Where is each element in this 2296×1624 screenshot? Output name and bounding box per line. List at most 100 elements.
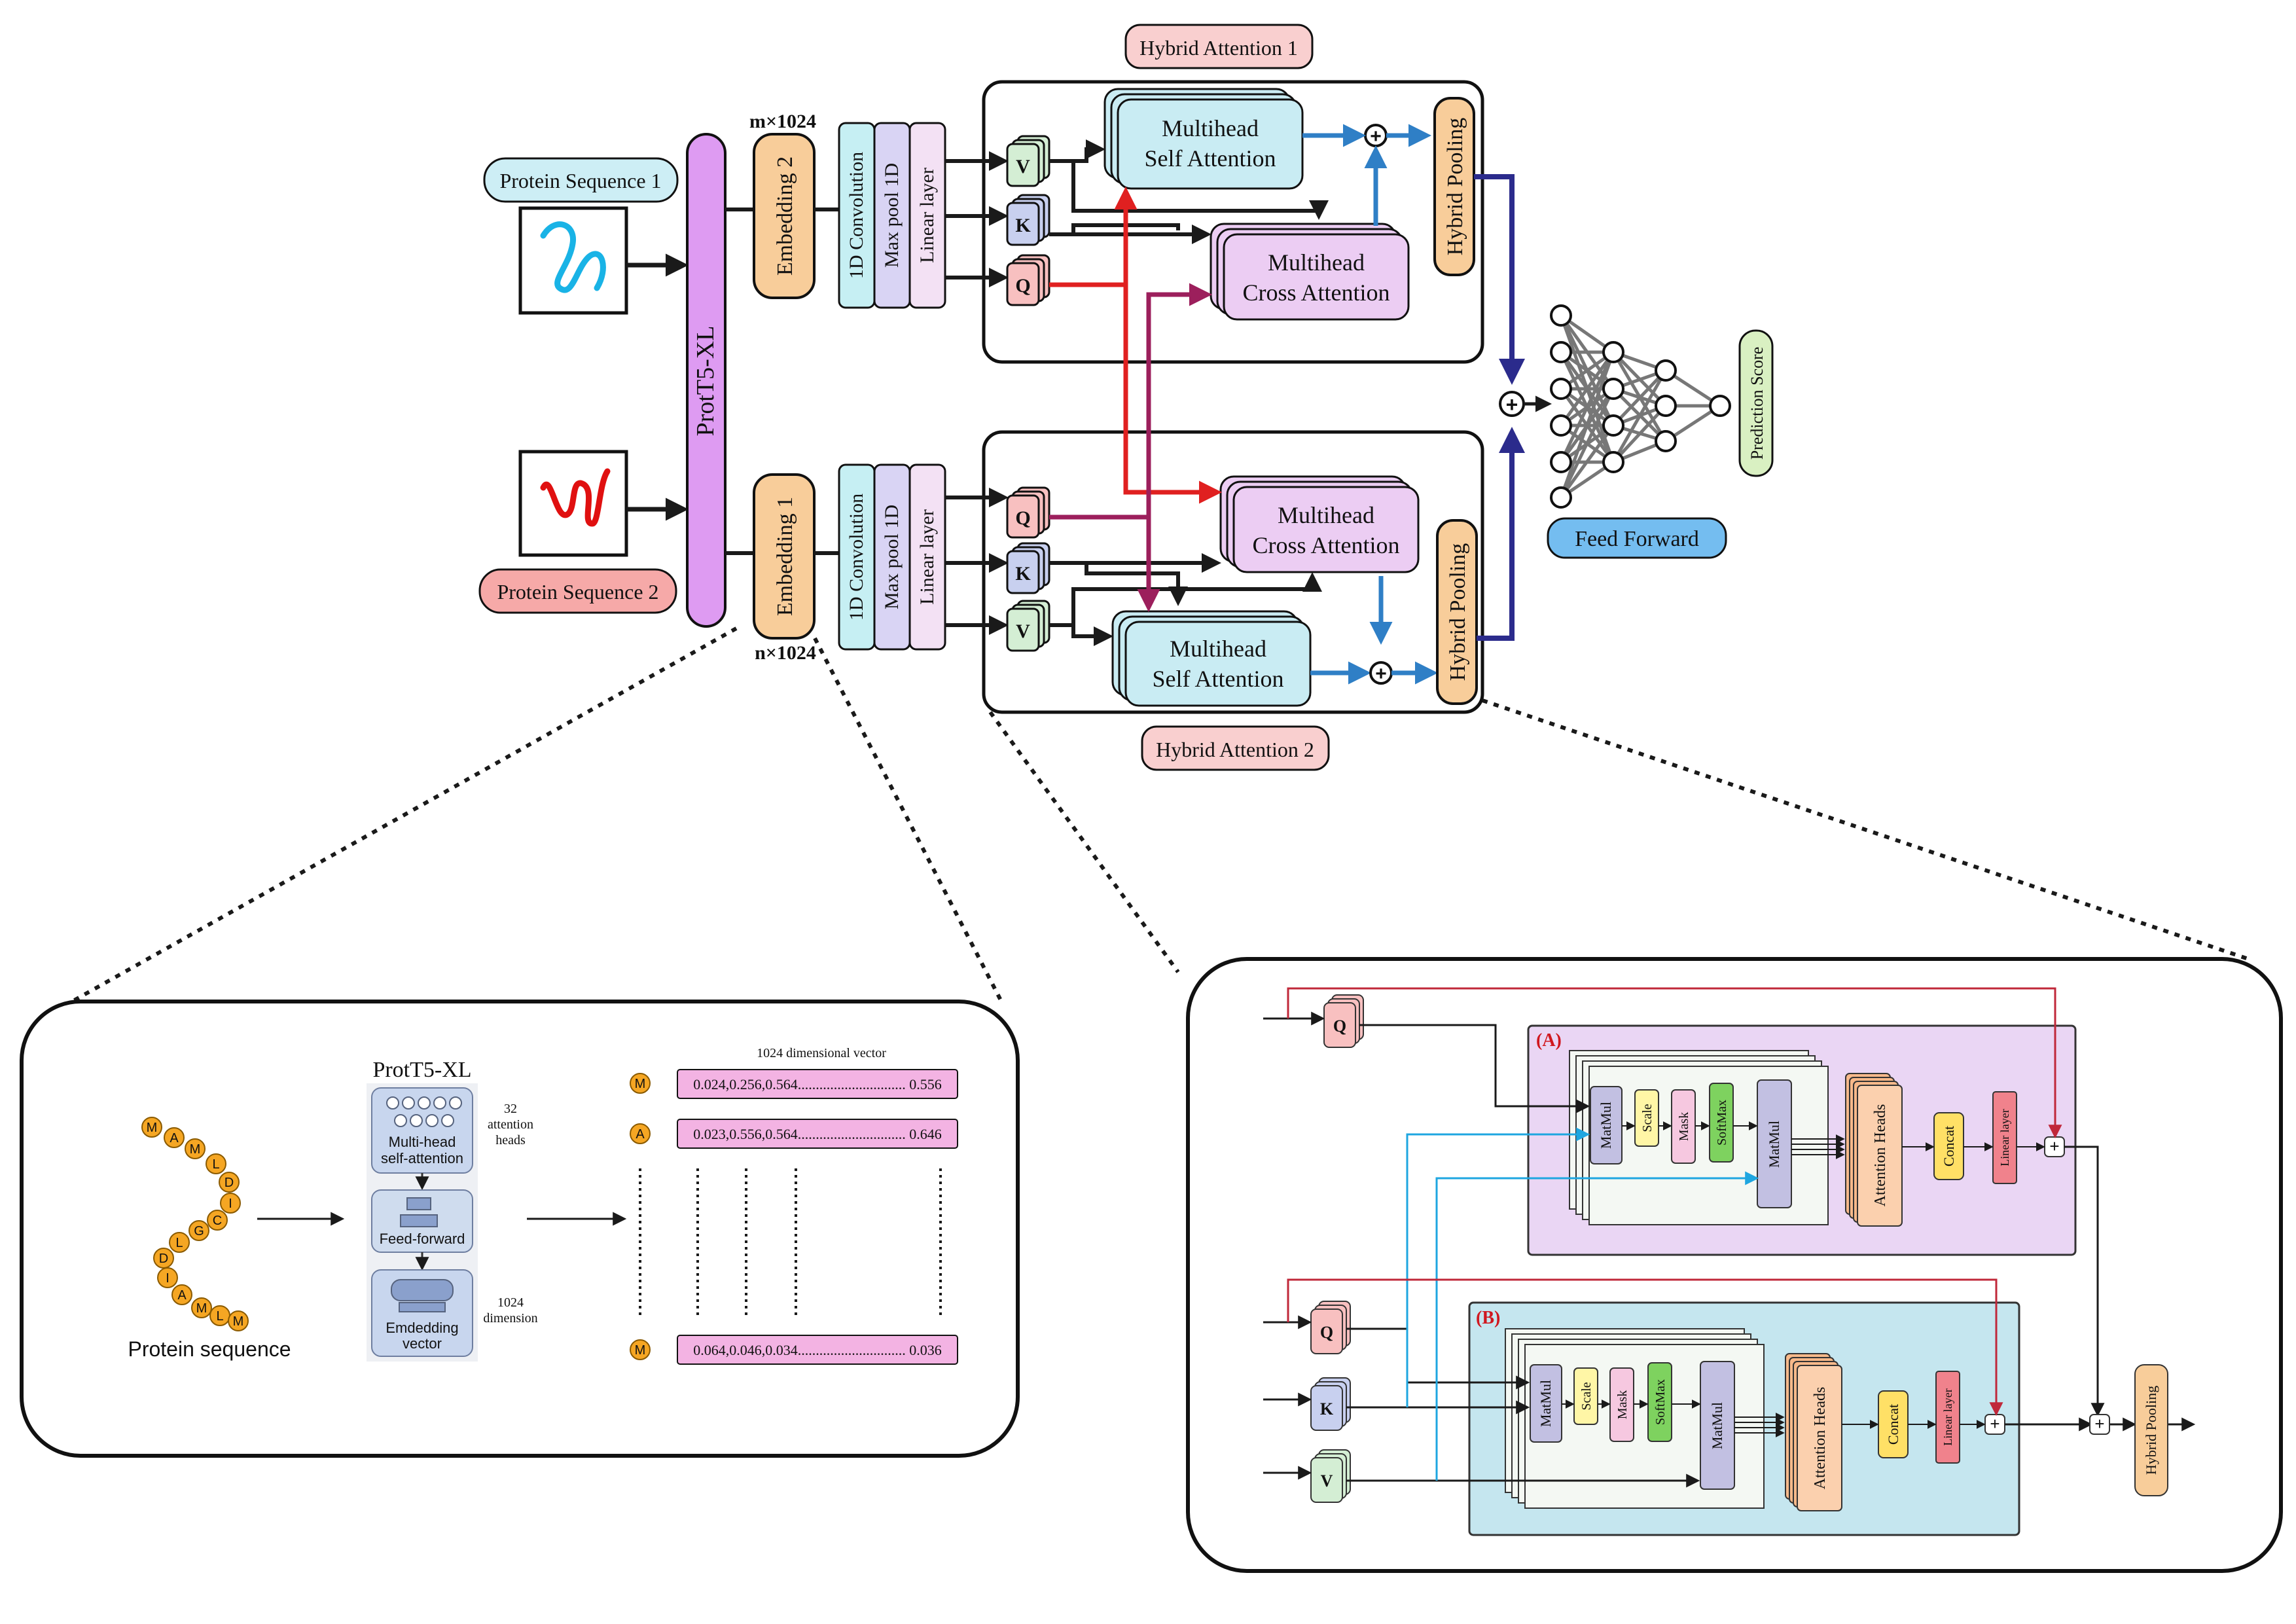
panel-blue-routing [1406,1127,1759,1481]
svg-text:Mask: Mask [1677,1112,1691,1141]
panel-b-concat: Concat [1878,1390,1909,1458]
svg-text:+: + [1375,663,1387,685]
ffn-neuron [1602,341,1624,363]
svg-text:Emdedding: Emdedding [386,1320,458,1336]
ha2-hybrid-pooling: Hybrid Pooling [1436,519,1478,705]
svg-text:Embedding 2: Embedding 2 [773,156,797,276]
svg-text:K: K [1015,215,1031,236]
ha2-internal-arrows [1049,553,1322,646]
svg-text:MatMul: MatMul [1766,1121,1782,1168]
ffn-neuron [1550,304,1572,327]
linear-label: Linear layer [916,509,938,605]
residue-bead [153,1248,174,1269]
svg-text:MatMul: MatMul [1537,1380,1554,1427]
residue-letter: A [177,1288,187,1303]
svg-text:Prediction Score: Prediction Score [1748,347,1767,460]
svg-text:Multi-head: Multi-head [389,1134,456,1150]
panel-b-head-arrows [1734,1413,1785,1437]
vector-row: M 0.064,0.046,0.034.....................… [630,1335,958,1365]
dimension-annotation-2: dimension [483,1311,537,1326]
vector-row: A 0.023,0.556,0.564.....................… [630,1119,958,1149]
panel-b-label: (B) [1476,1308,1500,1328]
ha2-input-arrows [945,488,1009,635]
final-add-node: + [1499,391,1525,417]
embedding-1-dimension: n×1024 [755,642,816,664]
svg-text:+: + [2049,1136,2059,1156]
svg-text:+: + [1506,393,1518,416]
svg-text:ProtT5-XL: ProtT5-XL [692,326,719,437]
panel-b-attention-heads: Attention Heads [1785,1353,1842,1511]
ffn-neuron [1550,414,1572,437]
svg-text:Protein Sequence 1: Protein Sequence 1 [499,169,661,192]
ha2-q-box: Q [1006,486,1050,539]
svg-text:Hybrid Pooling: Hybrid Pooling [1443,118,1467,256]
panel-b-q-input: Q [1310,1301,1351,1354]
svg-text:Hybrid Attention 2: Hybrid Attention 2 [1156,738,1314,761]
svg-text:Feed Forward: Feed Forward [1575,527,1699,551]
zoom-connector-lines [71,626,2249,1003]
ffn-neuron [1602,451,1624,473]
svg-text:Self Attention: Self Attention [1153,666,1284,692]
svg-text:0.023,0.556,0.564.............: 0.023,0.556,0.564.......................… [693,1126,942,1142]
ffn-neuron [1550,486,1572,509]
panel-b-linear-layer: Linear layer [1935,1371,1960,1464]
svg-text:Concat: Concat [1941,1126,1957,1166]
protein-sequence-2-image [518,450,628,557]
svg-text:Mask: Mask [1615,1390,1630,1419]
ffn-edge [1559,351,1615,427]
residue-bead [141,1117,162,1138]
ffn-neuron [1550,451,1572,473]
residue-letter: C [213,1214,222,1228]
panel-a-add-node: + [2044,1136,2065,1157]
embedding-2: Embedding 2 [753,133,816,299]
svg-text:Linear layer: Linear layer [1941,1388,1954,1445]
svg-text:Multihead: Multihead [1268,249,1365,276]
svg-text:V: V [1016,156,1030,177]
cross-branch-q-arrows [1049,187,1222,612]
conv-label: 1D Convolution [846,152,867,279]
hybrid-attention-1-label: Hybrid Attention 1 [1124,24,1314,69]
ha2-add-node: + [1369,661,1393,685]
panel-k-input: K [1310,1377,1351,1431]
heads-annotation-2: attention [488,1117,533,1132]
panel-a-mask: Mask [1671,1089,1696,1164]
feed-forward-network-edges [1524,314,1721,499]
svg-text:MatMul: MatMul [1598,1102,1614,1149]
svg-text:Scale: Scale [1579,1382,1594,1410]
residue-letter: L [175,1236,183,1250]
svg-text:Q: Q [1333,1017,1346,1036]
svg-text:Embedding 1: Embedding 1 [773,497,797,616]
ha1-k-box: K [1006,194,1050,246]
prediction-score-label: Prediction Score [1738,329,1774,477]
svg-text:0.024,0.256,0.564.............: 0.024,0.256,0.564.......................… [693,1076,942,1092]
ffn-edge [1559,352,1615,498]
residue-bead [188,1220,209,1241]
feed-forward-label: Feed Forward [1547,517,1727,559]
svg-text:+: + [1370,126,1382,147]
pooling2-to-final-add-arrow [1477,427,1525,641]
svg-text:Multihead: Multihead [1162,115,1259,141]
residue-bead [169,1232,190,1253]
residue-letter: G [194,1224,204,1238]
svg-text:V: V [1016,621,1030,642]
residue-bead [157,1267,178,1288]
ffn-neuron [1602,378,1624,400]
residue-letter: M [233,1314,244,1329]
panel-a-label: (A) [1536,1030,1562,1051]
svg-text:+: + [1990,1414,2000,1434]
hybrid-attention-2-label: Hybrid Attention 2 [1141,725,1330,771]
pooling1-to-final-add-arrow [1474,174,1525,385]
panel-hybrid-pooling: Hybrid Pooling [2134,1364,2168,1496]
protein-sequence-1-image [518,206,628,315]
ha1-internal-arrows [1049,139,1329,244]
ffn-edge [1611,369,1668,463]
svg-text:0.064,0.046,0.034.............: 0.064,0.046,0.034.......................… [693,1342,942,1358]
svg-text:Scale: Scale [1640,1104,1655,1132]
panel-b-matmul-1: MatMul [1530,1364,1562,1443]
svg-text:Cross Attention: Cross Attention [1242,280,1390,306]
residue-letter: L [212,1157,219,1172]
panel-a-head-arrows [1791,1134,1845,1159]
svg-text:SoftMax: SoftMax [1653,1379,1668,1425]
